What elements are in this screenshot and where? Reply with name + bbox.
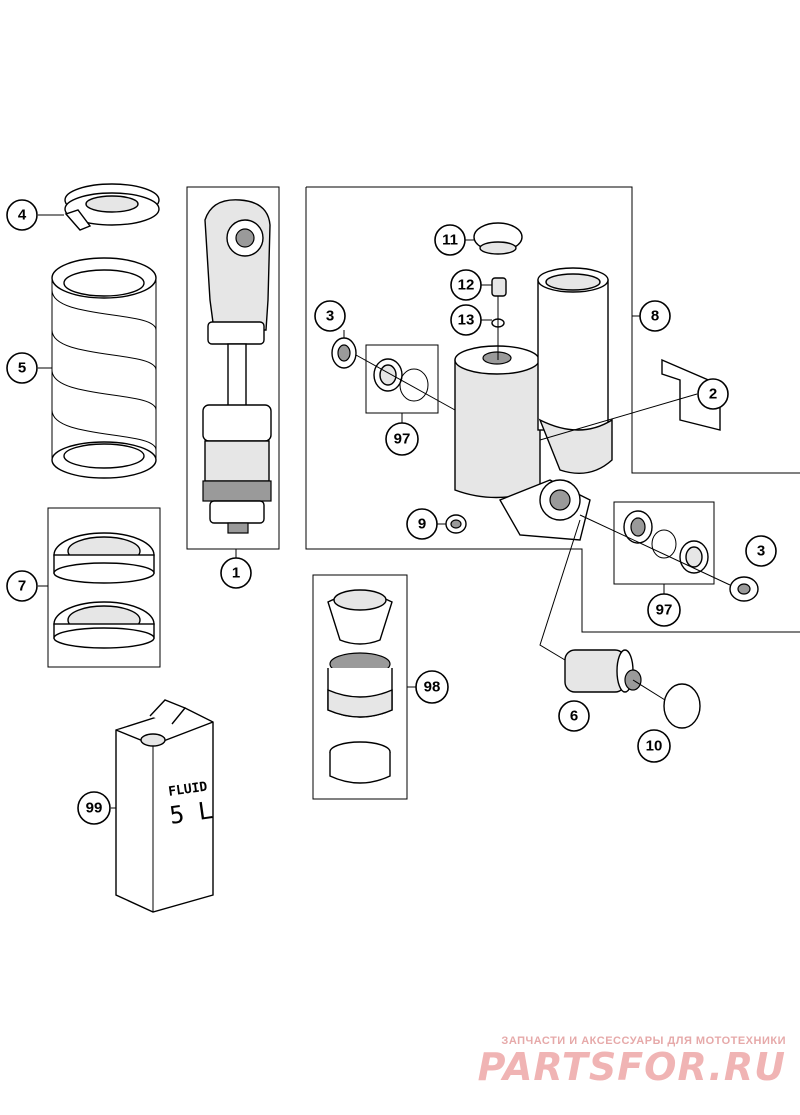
callout-5[interactable]: 5 <box>6 352 38 384</box>
callout-11[interactable]: 11 <box>434 224 466 256</box>
callout-13[interactable]: 13 <box>450 304 482 336</box>
svg-text:9: 9 <box>418 516 426 533</box>
svg-text:5: 5 <box>18 360 26 377</box>
leader-axis-left <box>355 354 456 411</box>
svg-text:2: 2 <box>709 386 717 403</box>
callout-10[interactable]: 10 <box>637 729 671 763</box>
leader-6-axis <box>539 519 581 661</box>
valve-part-12 <box>491 277 507 297</box>
callout-97-right[interactable]: 97 <box>647 593 681 627</box>
callout-7[interactable]: 7 <box>6 570 38 602</box>
fluid-can-label: FLUID 5 L <box>157 778 223 831</box>
fluid-can-part-99 <box>115 699 214 913</box>
watermark-brand: PARTSFOR.RU <box>477 1045 786 1089</box>
leader-10-axis <box>632 679 666 701</box>
spring-seat-part-4 <box>64 183 160 231</box>
svg-text:13: 13 <box>458 312 475 329</box>
callout-2[interactable]: 2 <box>697 378 729 410</box>
svg-text:1: 1 <box>232 565 240 582</box>
callout-9[interactable]: 9 <box>406 508 438 540</box>
callout-6[interactable]: 6 <box>558 700 590 732</box>
svg-text:3: 3 <box>757 543 765 560</box>
callout-8[interactable]: 8 <box>639 300 671 332</box>
bushing-part-3-left <box>331 337 357 369</box>
watermark-tagline: ЗАПЧАСТИ И АКСЕССУАРЫ ДЛЯ МОТОТЕХНИКИ <box>501 1035 786 1047</box>
bleed-screw-part-9 <box>445 514 467 534</box>
callout-1[interactable]: 1 <box>220 557 252 589</box>
svg-text:3: 3 <box>326 308 334 325</box>
o-ring-part-10 <box>663 683 701 729</box>
frame-part-7 <box>47 507 161 668</box>
svg-text:99: 99 <box>86 800 103 817</box>
svg-text:4: 4 <box>18 207 27 224</box>
callout-3-left[interactable]: 3 <box>314 300 346 332</box>
svg-text:11: 11 <box>442 232 458 249</box>
frame-reservoir-group <box>305 186 800 633</box>
svg-text:97: 97 <box>394 431 411 448</box>
callout-4[interactable]: 4 <box>6 199 38 231</box>
callout-99[interactable]: 99 <box>77 791 111 825</box>
frame-shock-body <box>186 186 280 550</box>
damper-body-part-8 <box>454 267 613 541</box>
callout-98[interactable]: 98 <box>415 670 449 704</box>
watermark: ЗАПЧАСТИ И АКСЕССУАРЫ ДЛЯ МОТОТЕХНИКИ PA… <box>478 1035 786 1087</box>
leader-2 <box>539 393 698 441</box>
spring-part-5 <box>51 257 157 479</box>
svg-text:8: 8 <box>651 308 659 325</box>
valve-assembly-part-6 <box>564 649 642 693</box>
svg-text:7: 7 <box>18 578 26 595</box>
svg-text:12: 12 <box>458 277 475 294</box>
shock-body-part-1 <box>202 199 272 534</box>
bushing-part-3-right <box>729 576 759 602</box>
cap-part-11 <box>473 222 523 255</box>
callout-97-left[interactable]: 97 <box>385 422 419 456</box>
svg-text:10: 10 <box>646 738 663 755</box>
svg-text:97: 97 <box>656 602 673 619</box>
seal-kit-part-97-right <box>623 510 709 574</box>
leader-axis-right <box>579 514 731 586</box>
svg-text:98: 98 <box>424 679 441 696</box>
seal-set-part-98 <box>327 589 393 784</box>
locking-rings-part-7 <box>53 532 155 649</box>
callout-3-right[interactable]: 3 <box>745 535 777 567</box>
callout-12[interactable]: 12 <box>450 269 482 301</box>
svg-text:6: 6 <box>570 708 578 725</box>
